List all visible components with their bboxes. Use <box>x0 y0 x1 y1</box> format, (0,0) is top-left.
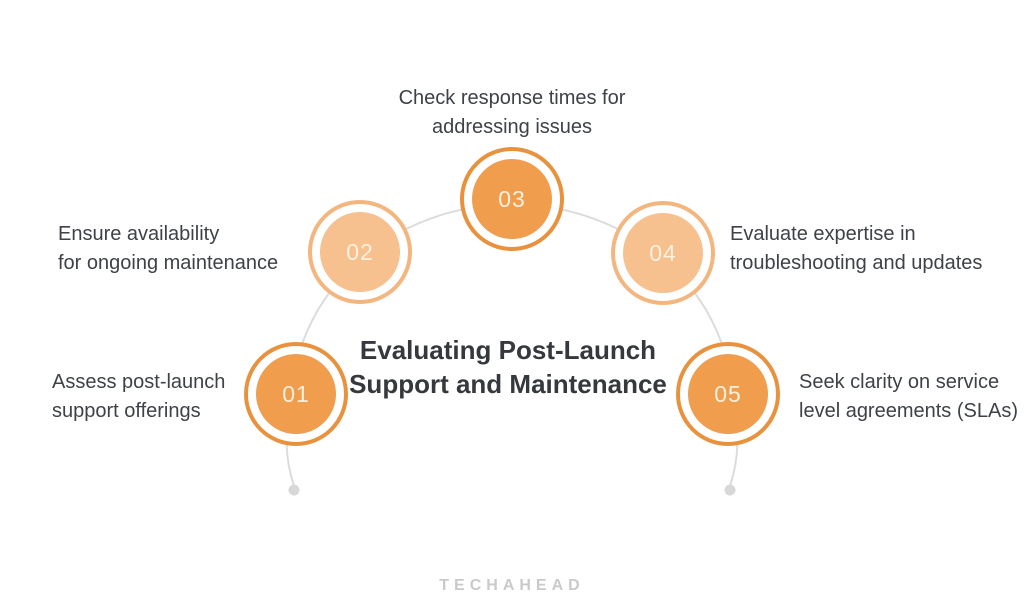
step-number-05: 05 <box>714 380 742 407</box>
step-circle-05-fill: 05 <box>688 354 768 434</box>
diagram-title-line2: Support and Maintenance <box>349 369 667 399</box>
step-number-01: 01 <box>282 380 310 407</box>
techahead-logo: TECHAHEAD <box>439 577 585 594</box>
step-label-04-line1: Evaluate expertise in <box>730 223 916 245</box>
step-circle-03-fill: 03 <box>472 159 552 239</box>
step-number-04: 04 <box>649 239 677 266</box>
step-label-03-line2: addressing issues <box>431 116 593 138</box>
step-label-01-line2: support offerings <box>52 400 201 422</box>
step-label-01-line1: Assess post-launch <box>52 371 226 393</box>
step-circle-02-fill: 02 <box>320 212 400 292</box>
step-label-05: Seek clarity on service level agreements… <box>799 368 1018 426</box>
diagram-title-line1: Evaluating Post-Launch <box>359 335 657 365</box>
step-circle-04: 04 <box>611 201 715 305</box>
step-circle-04-fill: 04 <box>623 213 703 293</box>
step-label-04: Evaluate expertise in troubleshooting an… <box>730 220 982 278</box>
step-label-02: Ensure availability for ongoing maintena… <box>58 220 278 278</box>
step-number-02: 02 <box>346 238 374 265</box>
diagram-title: Evaluating Post-Launch Support and Maint… <box>308 333 708 401</box>
step-label-01: Assess post-launch support offerings <box>52 368 225 426</box>
step-circle-01: 01 <box>244 342 348 446</box>
step-number-03: 03 <box>498 185 526 212</box>
step-label-02-line1: Ensure availability <box>58 223 220 245</box>
step-circle-05: 05 <box>676 342 780 446</box>
step-circle-01-fill: 01 <box>256 354 336 434</box>
step-circle-02: 02 <box>308 200 412 304</box>
step-label-05-line2: level agreements (SLAs) <box>799 400 1018 422</box>
step-label-03: Check response times for addressing issu… <box>332 84 692 142</box>
step-label-02-line2: for ongoing maintenance <box>58 252 279 274</box>
arc-end-dot-right <box>724 484 736 496</box>
arc-end-dot-left <box>288 484 300 496</box>
step-label-03-line1: Check response times for <box>398 87 626 109</box>
step-label-05-line1: Seek clarity on service <box>799 371 1000 393</box>
step-label-04-line2: troubleshooting and updates <box>730 252 983 274</box>
step-circle-03: 03 <box>460 147 564 251</box>
